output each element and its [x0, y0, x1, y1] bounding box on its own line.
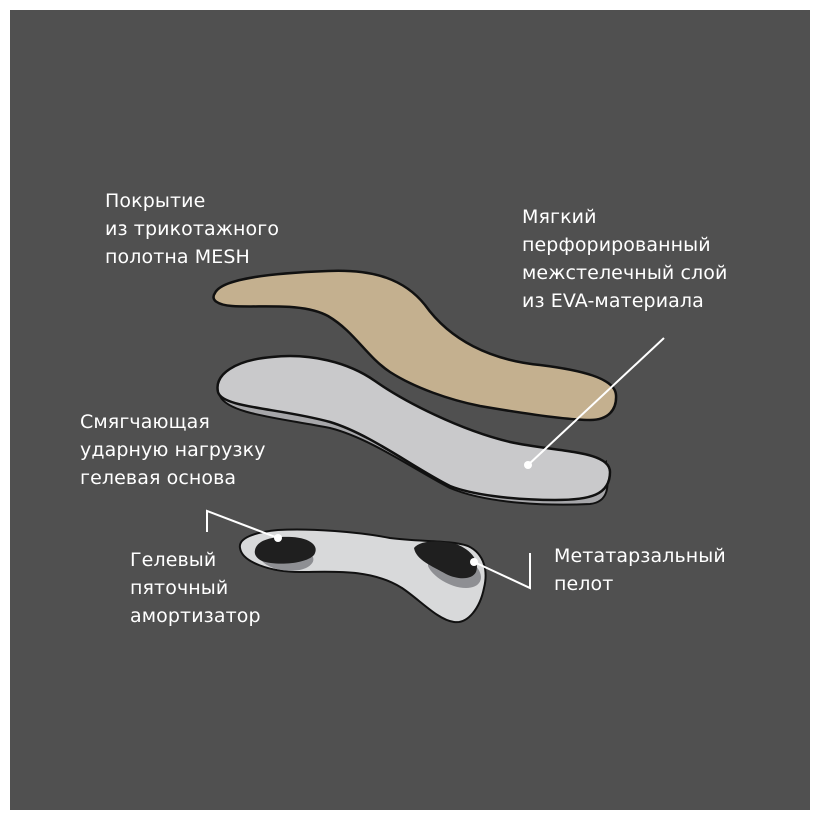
label-metatarsal-pad-line: Метатарзальный — [554, 545, 726, 567]
eva-layer — [216, 354, 612, 506]
label-heel-absorber-line: Гелевый — [130, 549, 217, 571]
label-mesh-cover-line: Покрытие — [105, 190, 206, 212]
gel-base-layer — [238, 528, 487, 624]
label-gel-base-line: Смягчающая — [80, 411, 210, 433]
label-eva-layer-line: из EVA-материала — [522, 290, 704, 312]
label-mesh-cover: Покрытие из трикотажного полотна MESH — [105, 187, 279, 271]
leader-dot-metatarsal — [470, 558, 478, 566]
label-metatarsal-pad: Метатарзальный пелот — [554, 542, 726, 598]
label-eva-layer-line: перфорированный — [522, 234, 711, 256]
label-eva-layer-line: межстелечный слой — [522, 262, 728, 284]
label-mesh-cover-line: полотна MESH — [105, 246, 250, 268]
label-gel-base: Смягчающая ударную нагрузку гелевая осно… — [80, 408, 266, 492]
mesh-cover-shape — [212, 269, 618, 422]
leader-line-heel — [206, 509, 279, 539]
label-metatarsal-pad-line: пелот — [554, 573, 614, 595]
leader-dot-heel — [274, 534, 282, 542]
heel-gel-pad — [254, 536, 316, 564]
leader-dot-eva — [524, 461, 532, 469]
insole-layers-illustration — [206, 269, 665, 624]
label-eva-layer: Мягкий перфорированный межстелечный слой… — [522, 203, 727, 315]
metatarsal-pad — [414, 541, 478, 579]
label-heel-absorber: Гелевый пяточный амортизатор — [130, 546, 261, 630]
label-eva-layer-line: Мягкий — [522, 206, 597, 228]
mesh-cover-layer — [212, 269, 618, 422]
label-mesh-cover-line: из трикотажного — [105, 218, 280, 240]
leader-line-metatarsal — [473, 553, 531, 590]
insole-diagram: Покрытие из трикотажного полотна MESH Мя… — [10, 10, 810, 810]
label-gel-base-line: гелевая основа — [80, 467, 237, 489]
label-heel-absorber-line: амортизатор — [130, 605, 261, 627]
label-gel-base-line: ударную нагрузку — [80, 439, 266, 461]
eva-layer-top — [216, 354, 612, 502]
label-heel-absorber-line: пяточный — [130, 577, 229, 599]
leader-lines — [206, 337, 665, 590]
leader-line-eva — [527, 337, 665, 466]
